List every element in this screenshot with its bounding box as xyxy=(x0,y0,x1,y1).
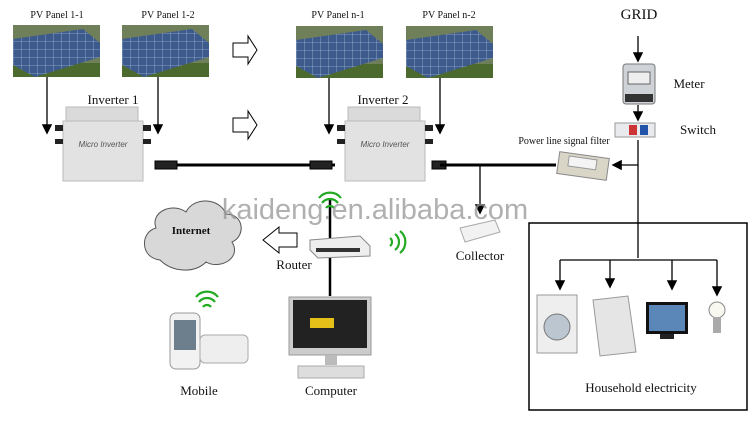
inverter-2-label: Inverter 2 xyxy=(357,92,409,107)
computer-icon xyxy=(288,296,372,379)
top-loader-washer-icon xyxy=(592,295,637,357)
household-box xyxy=(528,222,748,411)
wireless-signal-icon xyxy=(388,229,407,255)
filter-label: Power line signal filter xyxy=(518,136,610,147)
internet-label: Internet xyxy=(171,225,211,237)
pv-panel-1-1-image xyxy=(13,25,100,77)
collector-icon xyxy=(459,219,501,243)
router-label: Router xyxy=(276,257,312,272)
inverter-2-body-text: Micro Inverter xyxy=(360,140,410,149)
television-icon xyxy=(646,302,688,339)
light-bulb-icon xyxy=(708,301,726,333)
pv-panel-n-1-label: PV Panel n-1 xyxy=(311,10,365,21)
pv-panel-n-1-image xyxy=(296,26,383,78)
pv-panel-1-2-label: PV Panel 1-2 xyxy=(141,10,195,21)
computer-label: Computer xyxy=(305,383,357,398)
mobile-wifi-icon xyxy=(194,290,220,309)
internet-cloud-icon xyxy=(144,200,242,271)
switch-label: Switch xyxy=(679,122,717,137)
mobile-phone-icon xyxy=(169,312,249,370)
watermark: kaideng.en.alibaba.com xyxy=(221,194,529,226)
mobile-label: Mobile xyxy=(180,383,218,398)
washing-machine-icon xyxy=(536,294,578,354)
collector-label: Collector xyxy=(455,248,505,263)
grid-label: GRID xyxy=(620,7,658,23)
pv-panel-n-2-label: PV Panel n-2 xyxy=(422,10,476,21)
meter-icon xyxy=(622,63,656,105)
pv-panel-1-1-label: PV Panel 1-1 xyxy=(30,10,84,21)
power-line-filter-icon xyxy=(556,151,610,181)
panel-arrows xyxy=(41,77,446,135)
household-electricity-label: Household electricity xyxy=(585,380,697,395)
meter-label: Meter xyxy=(673,76,705,91)
switch-icon xyxy=(614,122,656,138)
inverter-1-label: Inverter 1 xyxy=(87,92,139,107)
router-icon xyxy=(309,235,371,259)
hollow-arrow-icons xyxy=(232,34,298,255)
pv-panel-n-2-image xyxy=(406,26,493,78)
pv-panel-1-2-image xyxy=(122,25,209,77)
inverter-1-body-text: Micro Inverter xyxy=(78,140,128,149)
